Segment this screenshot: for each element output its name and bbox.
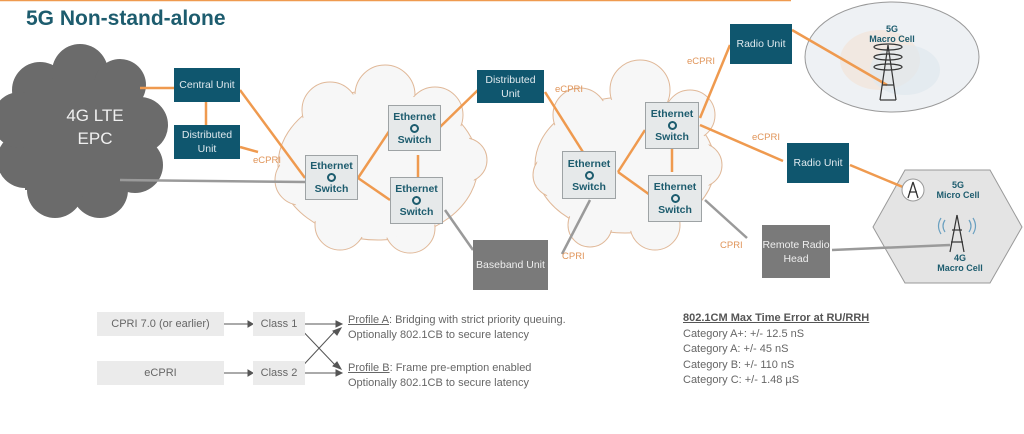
ecpri-label: eCPRI <box>253 155 281 166</box>
input-cpri: CPRI 7.0 (or earlier) <box>97 312 224 336</box>
switch-icon <box>410 123 419 133</box>
cpri-label: CPRI <box>562 251 585 262</box>
class-1: Class 1 <box>253 312 305 336</box>
time-error-item: Category A: +/- 45 nS <box>683 343 789 355</box>
switch-icon <box>584 170 594 180</box>
time-error-heading: 802.1CM Max Time Error at RU/RRH <box>683 312 870 324</box>
ecpri-label: eCPRI <box>752 132 780 143</box>
time-error-item: Category B: +/- 110 nS <box>683 358 795 371</box>
radio-unit-1: Radio Unit <box>730 24 792 64</box>
ecpri-label: eCPRI <box>687 56 715 67</box>
switch-icon <box>667 121 677 130</box>
time-error-list: 802.1CM Max Time Error at RU/RRH Categor… <box>683 311 869 389</box>
switch-icon <box>412 196 421 205</box>
flow-arrows <box>224 320 344 377</box>
profile-a-text: Profile A: Bridging with strict priority… <box>348 314 566 341</box>
input-ecpri: eCPRI <box>97 361 224 385</box>
ecpri-links <box>0 0 911 202</box>
tower-icon-5g-micro <box>901 178 925 202</box>
distributed-unit-2: Distributed Unit <box>477 70 544 103</box>
radio-unit-2: Radio Unit <box>787 143 849 183</box>
switch-icon <box>670 194 680 203</box>
time-error-item: Category A+: +/- 12.5 nS <box>683 327 805 340</box>
ecpri-label: eCPRI <box>555 84 583 95</box>
remote-radio-head: Remote Radio Head <box>762 225 830 278</box>
time-error-item: Category C: +/- 1.48 µS <box>683 374 800 386</box>
cpri-label: CPRI <box>720 240 743 251</box>
class-2: Class 2 <box>253 361 305 385</box>
distributed-unit-1: Distributed Unit <box>174 125 240 159</box>
tower-icon-4g-macro <box>937 214 977 253</box>
page-title: 5G Non-stand-alone <box>26 7 226 30</box>
switch-icon <box>327 173 336 182</box>
tower-icon-5g-macro <box>873 43 903 101</box>
cpri-links <box>119 178 951 255</box>
central-unit: Central Unit <box>174 68 240 102</box>
epc-cloud <box>0 44 168 218</box>
baseband-unit: Baseband Unit <box>473 240 548 290</box>
